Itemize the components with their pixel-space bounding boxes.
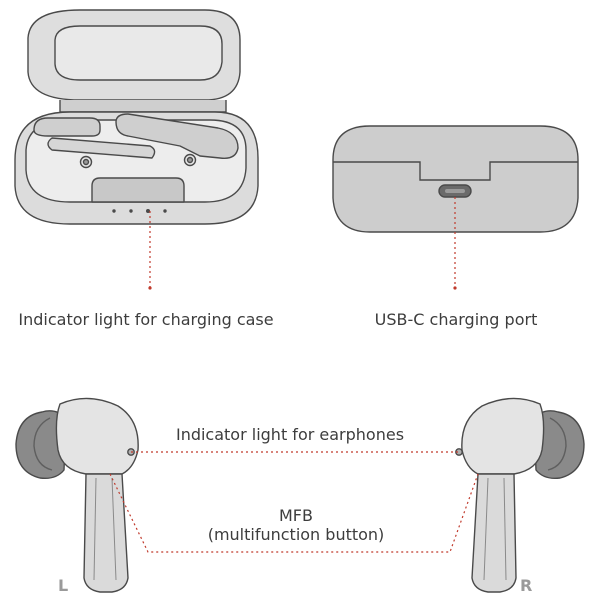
leader-mfb [109, 473, 479, 553]
case-earbud-right [115, 113, 239, 159]
left-earphone-stem [83, 473, 129, 593]
case-indicator-lights [112, 209, 167, 213]
label-right: R [520, 576, 533, 595]
label-earphone-indicator: Indicator light for earphones [175, 425, 405, 444]
right-earphone [455, 397, 585, 593]
label-mfb-title: MFB [279, 506, 313, 525]
right-earphone-stem [471, 473, 517, 593]
left-earphone [15, 397, 139, 593]
closed-charging-case [332, 125, 579, 233]
label-mfb-subtitle: (multifunction button) [207, 525, 385, 544]
open-charging-case [14, 9, 259, 225]
closed-case-seam [333, 161, 578, 181]
case-earbud-left [33, 117, 101, 137]
closed-case-body [332, 125, 579, 233]
left-earphone-head [55, 397, 139, 475]
right-earphone-head [461, 397, 545, 475]
label-left: L [58, 576, 69, 595]
label-mfb: MFB (multifunction button) [150, 506, 442, 544]
label-usb-port: USB-C charging port [374, 310, 538, 329]
label-case-indicator: Indicator light for charging case [18, 310, 274, 329]
case-lid-inner [54, 25, 223, 81]
